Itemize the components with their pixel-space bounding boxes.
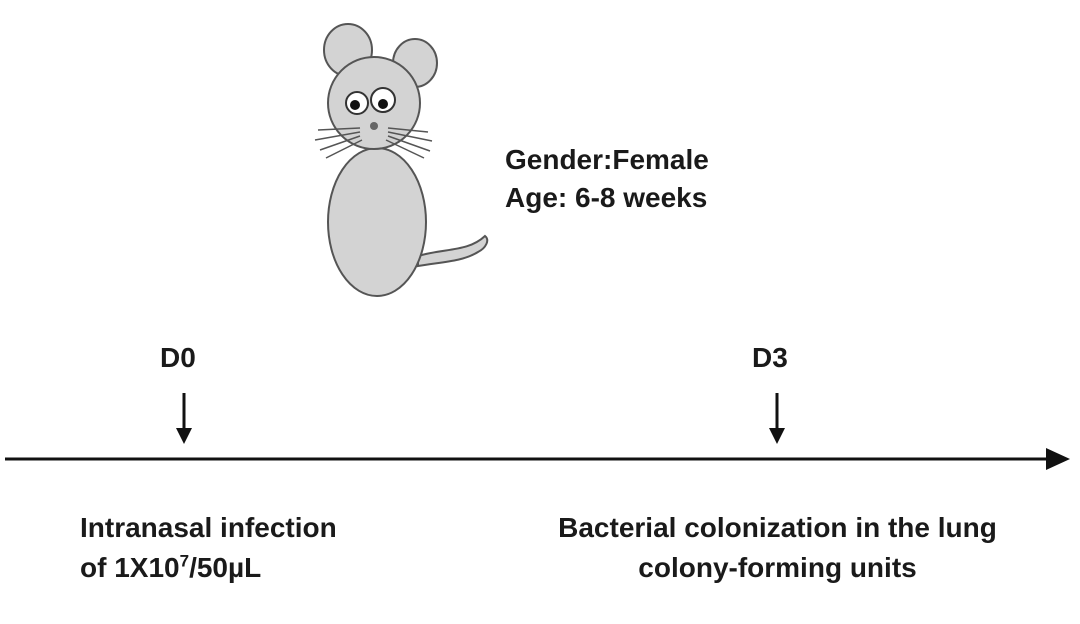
mouse-whiskers xyxy=(314,127,433,159)
d3-description-line2: colony-forming units xyxy=(638,552,917,583)
mouse-body xyxy=(327,147,427,297)
gender-label: Gender:Female xyxy=(505,144,709,175)
d0-dose-suffix: /50µL xyxy=(189,552,262,583)
day-label-d0: D0 xyxy=(160,342,196,373)
d0-description-line1: Intranasal infection xyxy=(80,512,337,543)
mouse-nose xyxy=(370,122,378,130)
mouse-right-pupil xyxy=(378,99,388,109)
timeline-axis xyxy=(5,448,1070,470)
mouse-tail xyxy=(417,234,489,268)
d0-dose-exponent: 7 xyxy=(179,551,190,571)
d0-description-line2: of 1X107/50µL xyxy=(80,550,261,586)
d3-arrow xyxy=(769,393,785,444)
timeline-arrowhead xyxy=(1046,448,1070,470)
d0-arrow xyxy=(176,393,192,444)
d3-description-line1: Bacterial colonization in the lung xyxy=(558,512,997,543)
age-label: Age: 6-8 weeks xyxy=(505,182,708,213)
mouse-left-pupil xyxy=(350,100,360,110)
mouse-illustration xyxy=(314,23,489,297)
d0-dose-prefix: of 1X10 xyxy=(80,552,180,583)
day-label-d3: D3 xyxy=(752,342,788,373)
